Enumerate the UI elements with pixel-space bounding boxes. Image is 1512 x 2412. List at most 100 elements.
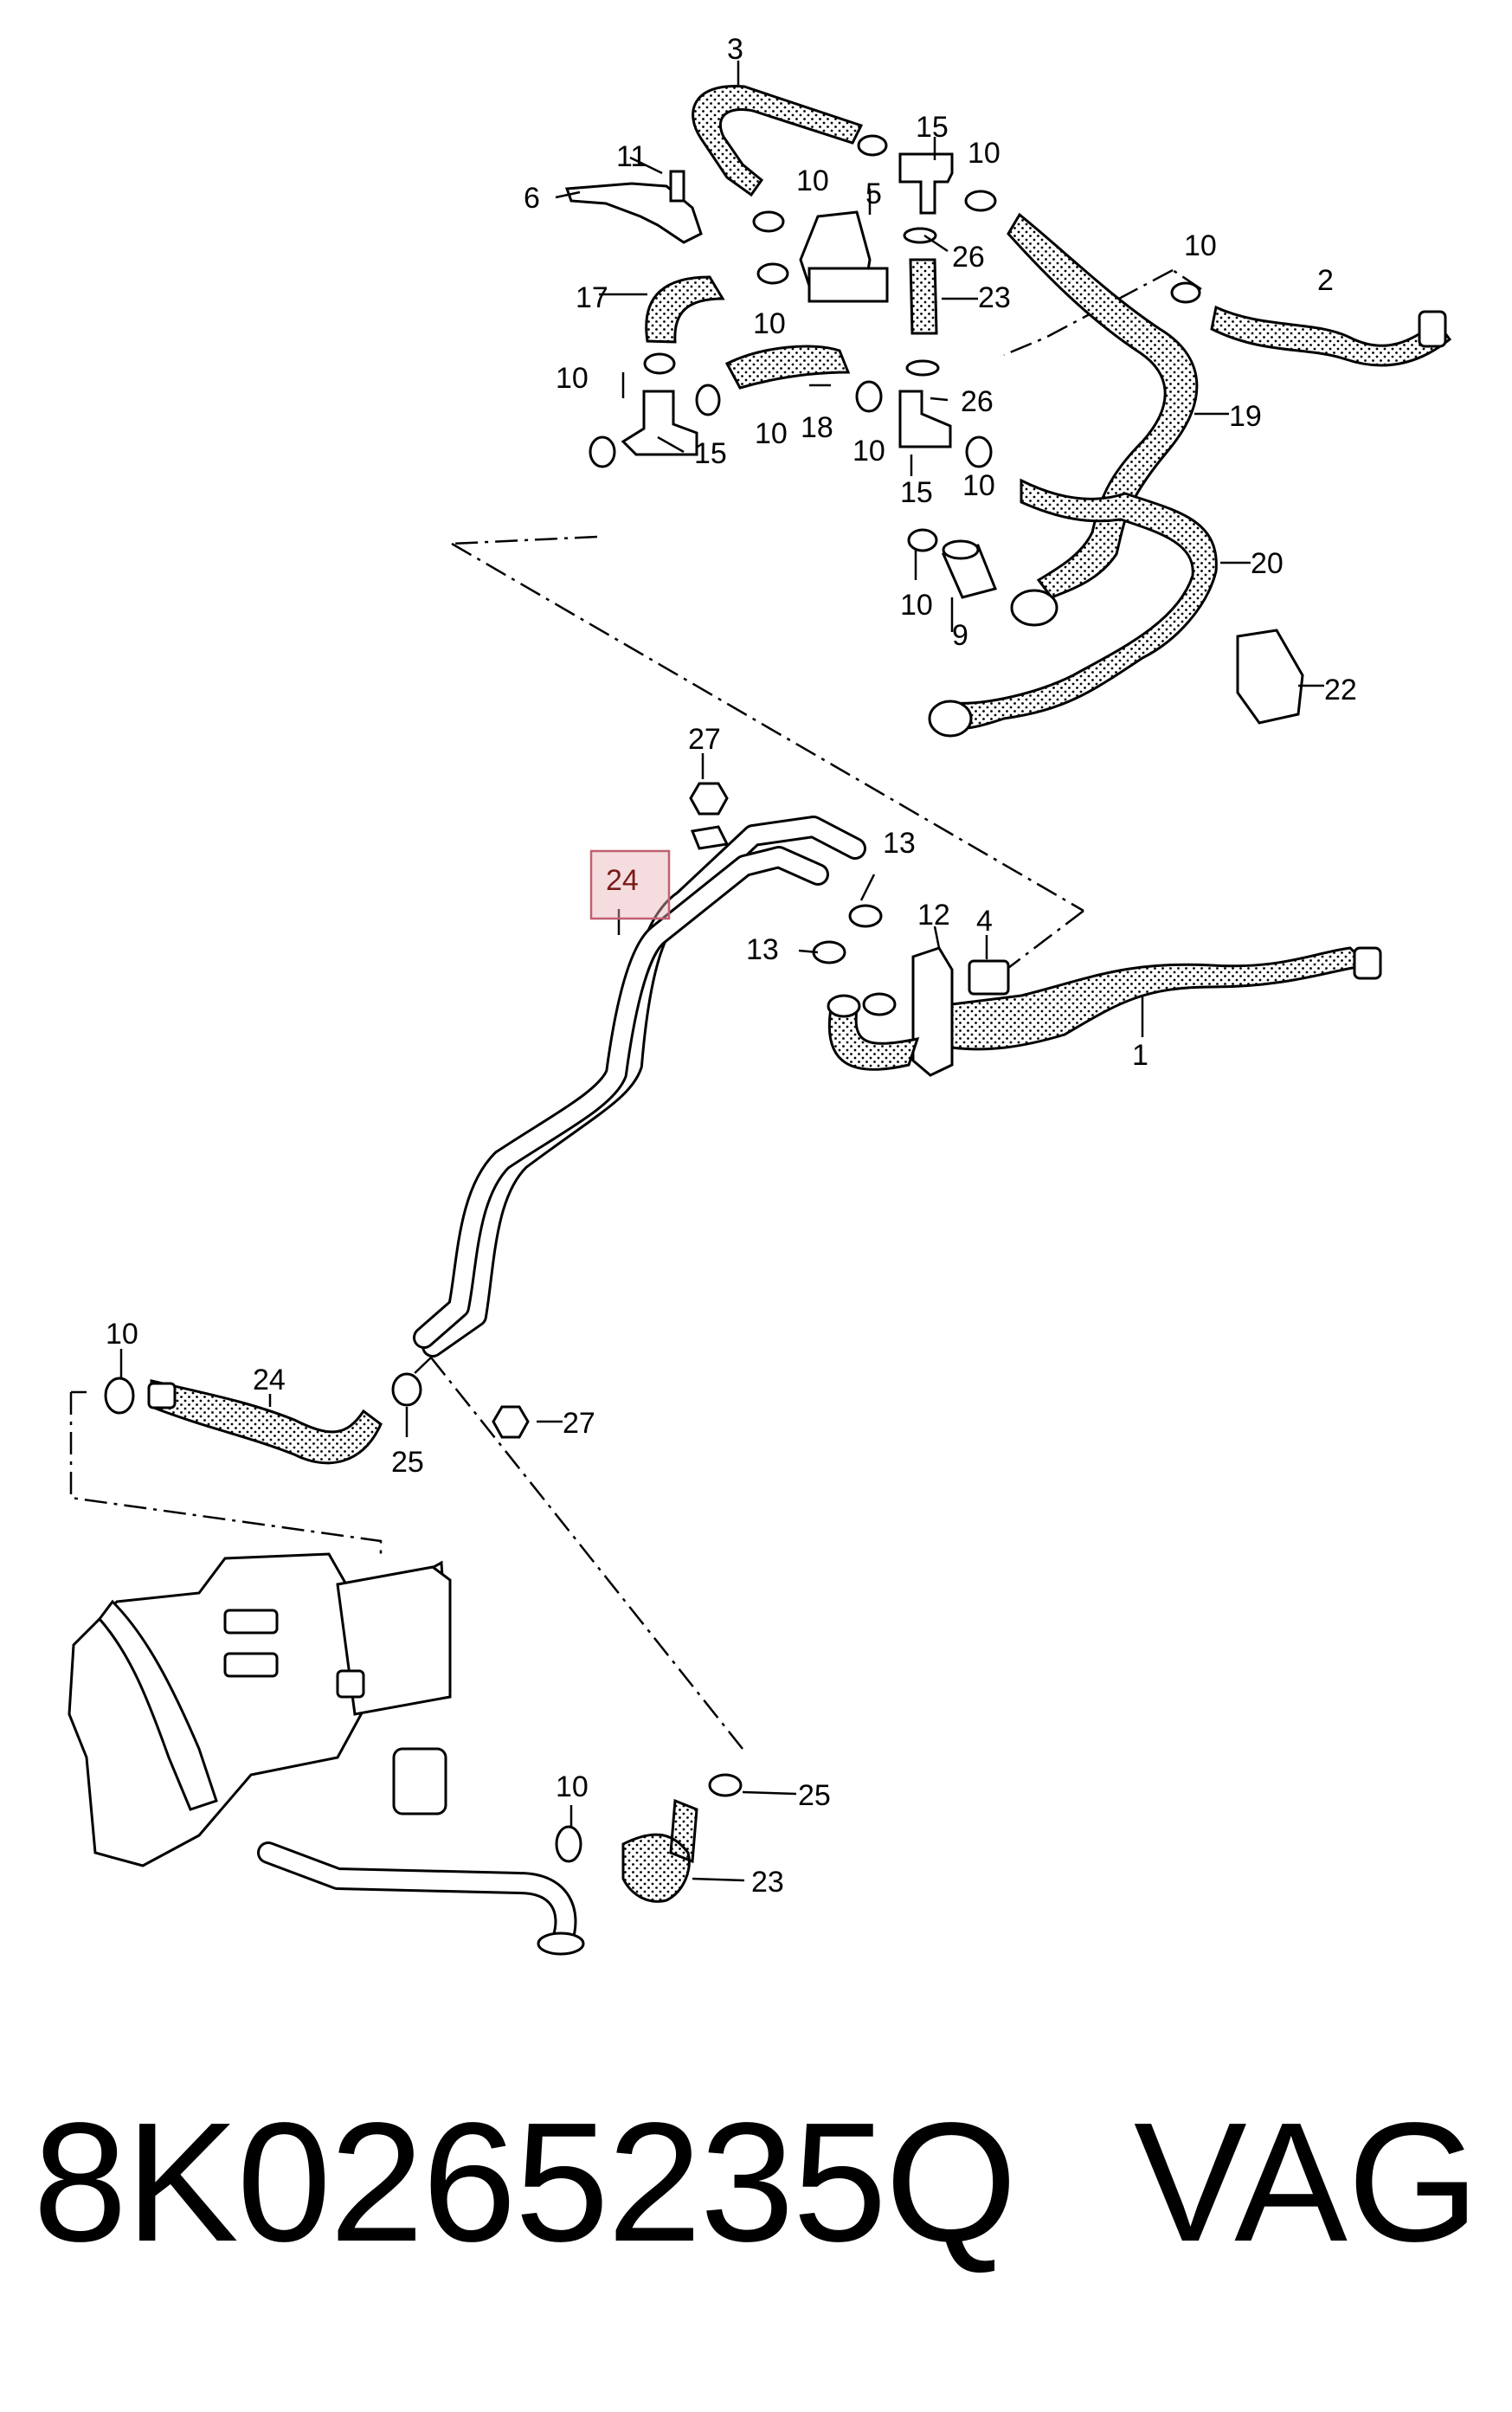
clamp-10 [756, 262, 789, 285]
callout-10: 10 [755, 417, 788, 450]
callout-12: 12 [917, 899, 950, 932]
bracket-6 [564, 182, 703, 244]
callout-15: 15 [900, 476, 933, 509]
clamp-25 [708, 1773, 743, 1797]
hose-1-connector [1353, 946, 1382, 980]
callout-10: 10 [968, 137, 1000, 170]
clamp-10 [964, 190, 997, 212]
callout-10: 10 [556, 1770, 589, 1803]
hose-18-end [1010, 589, 1058, 627]
callout-18: 19 [1229, 400, 1262, 433]
clamp-13 [848, 904, 883, 928]
hose-1 [950, 946, 1371, 1051]
pipe-end [862, 992, 897, 1016]
connector-stub [223, 1609, 279, 1635]
callout-6: 6 [524, 182, 540, 215]
flange-12 [911, 946, 954, 1077]
part-number: 8K0265235Q [33, 2087, 1017, 2277]
hose-4 [827, 1007, 920, 1071]
clamp-10 [104, 1377, 135, 1415]
callout-26: 26 [961, 385, 994, 418]
hose-16 [645, 275, 725, 344]
hose-23 [621, 1798, 698, 1903]
callout-16: 17 [576, 281, 608, 314]
hose-2-connector [1418, 310, 1447, 348]
callout-10: 10 [753, 307, 786, 340]
upper-hose-assembly [564, 85, 1452, 738]
callout-10: 10 [106, 1318, 138, 1351]
callout-17: 18 [801, 411, 833, 444]
callout-1: 1 [1132, 1039, 1148, 1072]
pipe-end [827, 994, 861, 1018]
callout-21: 23 [978, 281, 1011, 314]
callout-11: 11 [616, 140, 647, 173]
t-piece-15-lower [898, 390, 952, 448]
nut-27 [492, 1405, 530, 1439]
hose-24-connector [147, 1382, 177, 1409]
lower-left-assembly [104, 1372, 530, 1465]
seal-26 [905, 359, 940, 377]
callout-4: 4 [976, 905, 993, 938]
connector-stub [336, 1669, 365, 1699]
hose-19-end [928, 700, 973, 738]
hose-2 [1210, 305, 1452, 367]
highlight-box-22 [589, 849, 671, 920]
unit-inlet-pipe [98, 1599, 218, 1811]
callout-9: 9 [952, 619, 968, 652]
callout-labels: 3 15 10 10 11 6 5 26 10 2 17 23 10 10 26… [106, 33, 1357, 1899]
clamp-10 [907, 528, 938, 552]
hose-3 [692, 85, 864, 197]
clamp-10 [555, 1825, 582, 1863]
callout-14: 15 [694, 437, 727, 470]
clamp-10 [857, 134, 888, 157]
clamp-10 [965, 435, 993, 468]
hose-19 [946, 478, 1218, 730]
callout-10: 10 [853, 435, 885, 468]
bolt-11 [669, 170, 685, 203]
callout-10: 10 [796, 164, 829, 197]
t-piece-15 [898, 152, 954, 215]
callout-24: 24 [253, 1364, 286, 1396]
callout-10: 10 [556, 362, 589, 395]
clamp-25 [391, 1372, 422, 1407]
bracket-20 [1236, 629, 1304, 725]
connector-4 [968, 959, 1010, 996]
callout-19: 20 [1251, 547, 1284, 580]
callout-10: 10 [900, 589, 933, 622]
callout-3: 3 [727, 33, 743, 66]
callout-13: 13 [883, 827, 916, 860]
mounting-tab [690, 825, 730, 850]
callout-27: 27 [563, 1407, 595, 1440]
return-pipe-end [537, 1932, 585, 1956]
clamp-10 [855, 380, 883, 413]
callout-23: 23 [751, 1866, 784, 1899]
callout-25: 25 [391, 1446, 424, 1479]
clamp-10 [695, 384, 721, 416]
callout-10: 10 [962, 469, 995, 502]
valve-body [807, 267, 889, 303]
clamp-10 [752, 210, 785, 233]
callout-leaders [119, 61, 1324, 1882]
plug-9-end [942, 539, 980, 560]
nut-27 [689, 782, 729, 816]
hose-17 [724, 345, 851, 390]
callout-25: 25 [798, 1779, 831, 1812]
callout-5: 5 [865, 177, 882, 210]
clamp-10 [589, 435, 616, 468]
callout-2: 2 [1317, 264, 1334, 297]
pipe-21 [909, 258, 938, 335]
clamp-13 [812, 940, 846, 964]
callout-26: 26 [952, 241, 985, 274]
hose-24 [150, 1379, 383, 1465]
callout-20: 22 [1324, 674, 1357, 706]
brand-label: VAG [1134, 2087, 1480, 2277]
clamp-10 [643, 352, 676, 375]
callout-13: 13 [746, 933, 779, 966]
dashed-connector-lines [69, 268, 1202, 1750]
bottom-unit-assembly [68, 1552, 743, 1956]
pump-body [392, 1747, 447, 1815]
callout-22: 24 [606, 864, 639, 897]
clamp-10 [1170, 281, 1201, 304]
callout-10: 10 [1184, 229, 1217, 262]
